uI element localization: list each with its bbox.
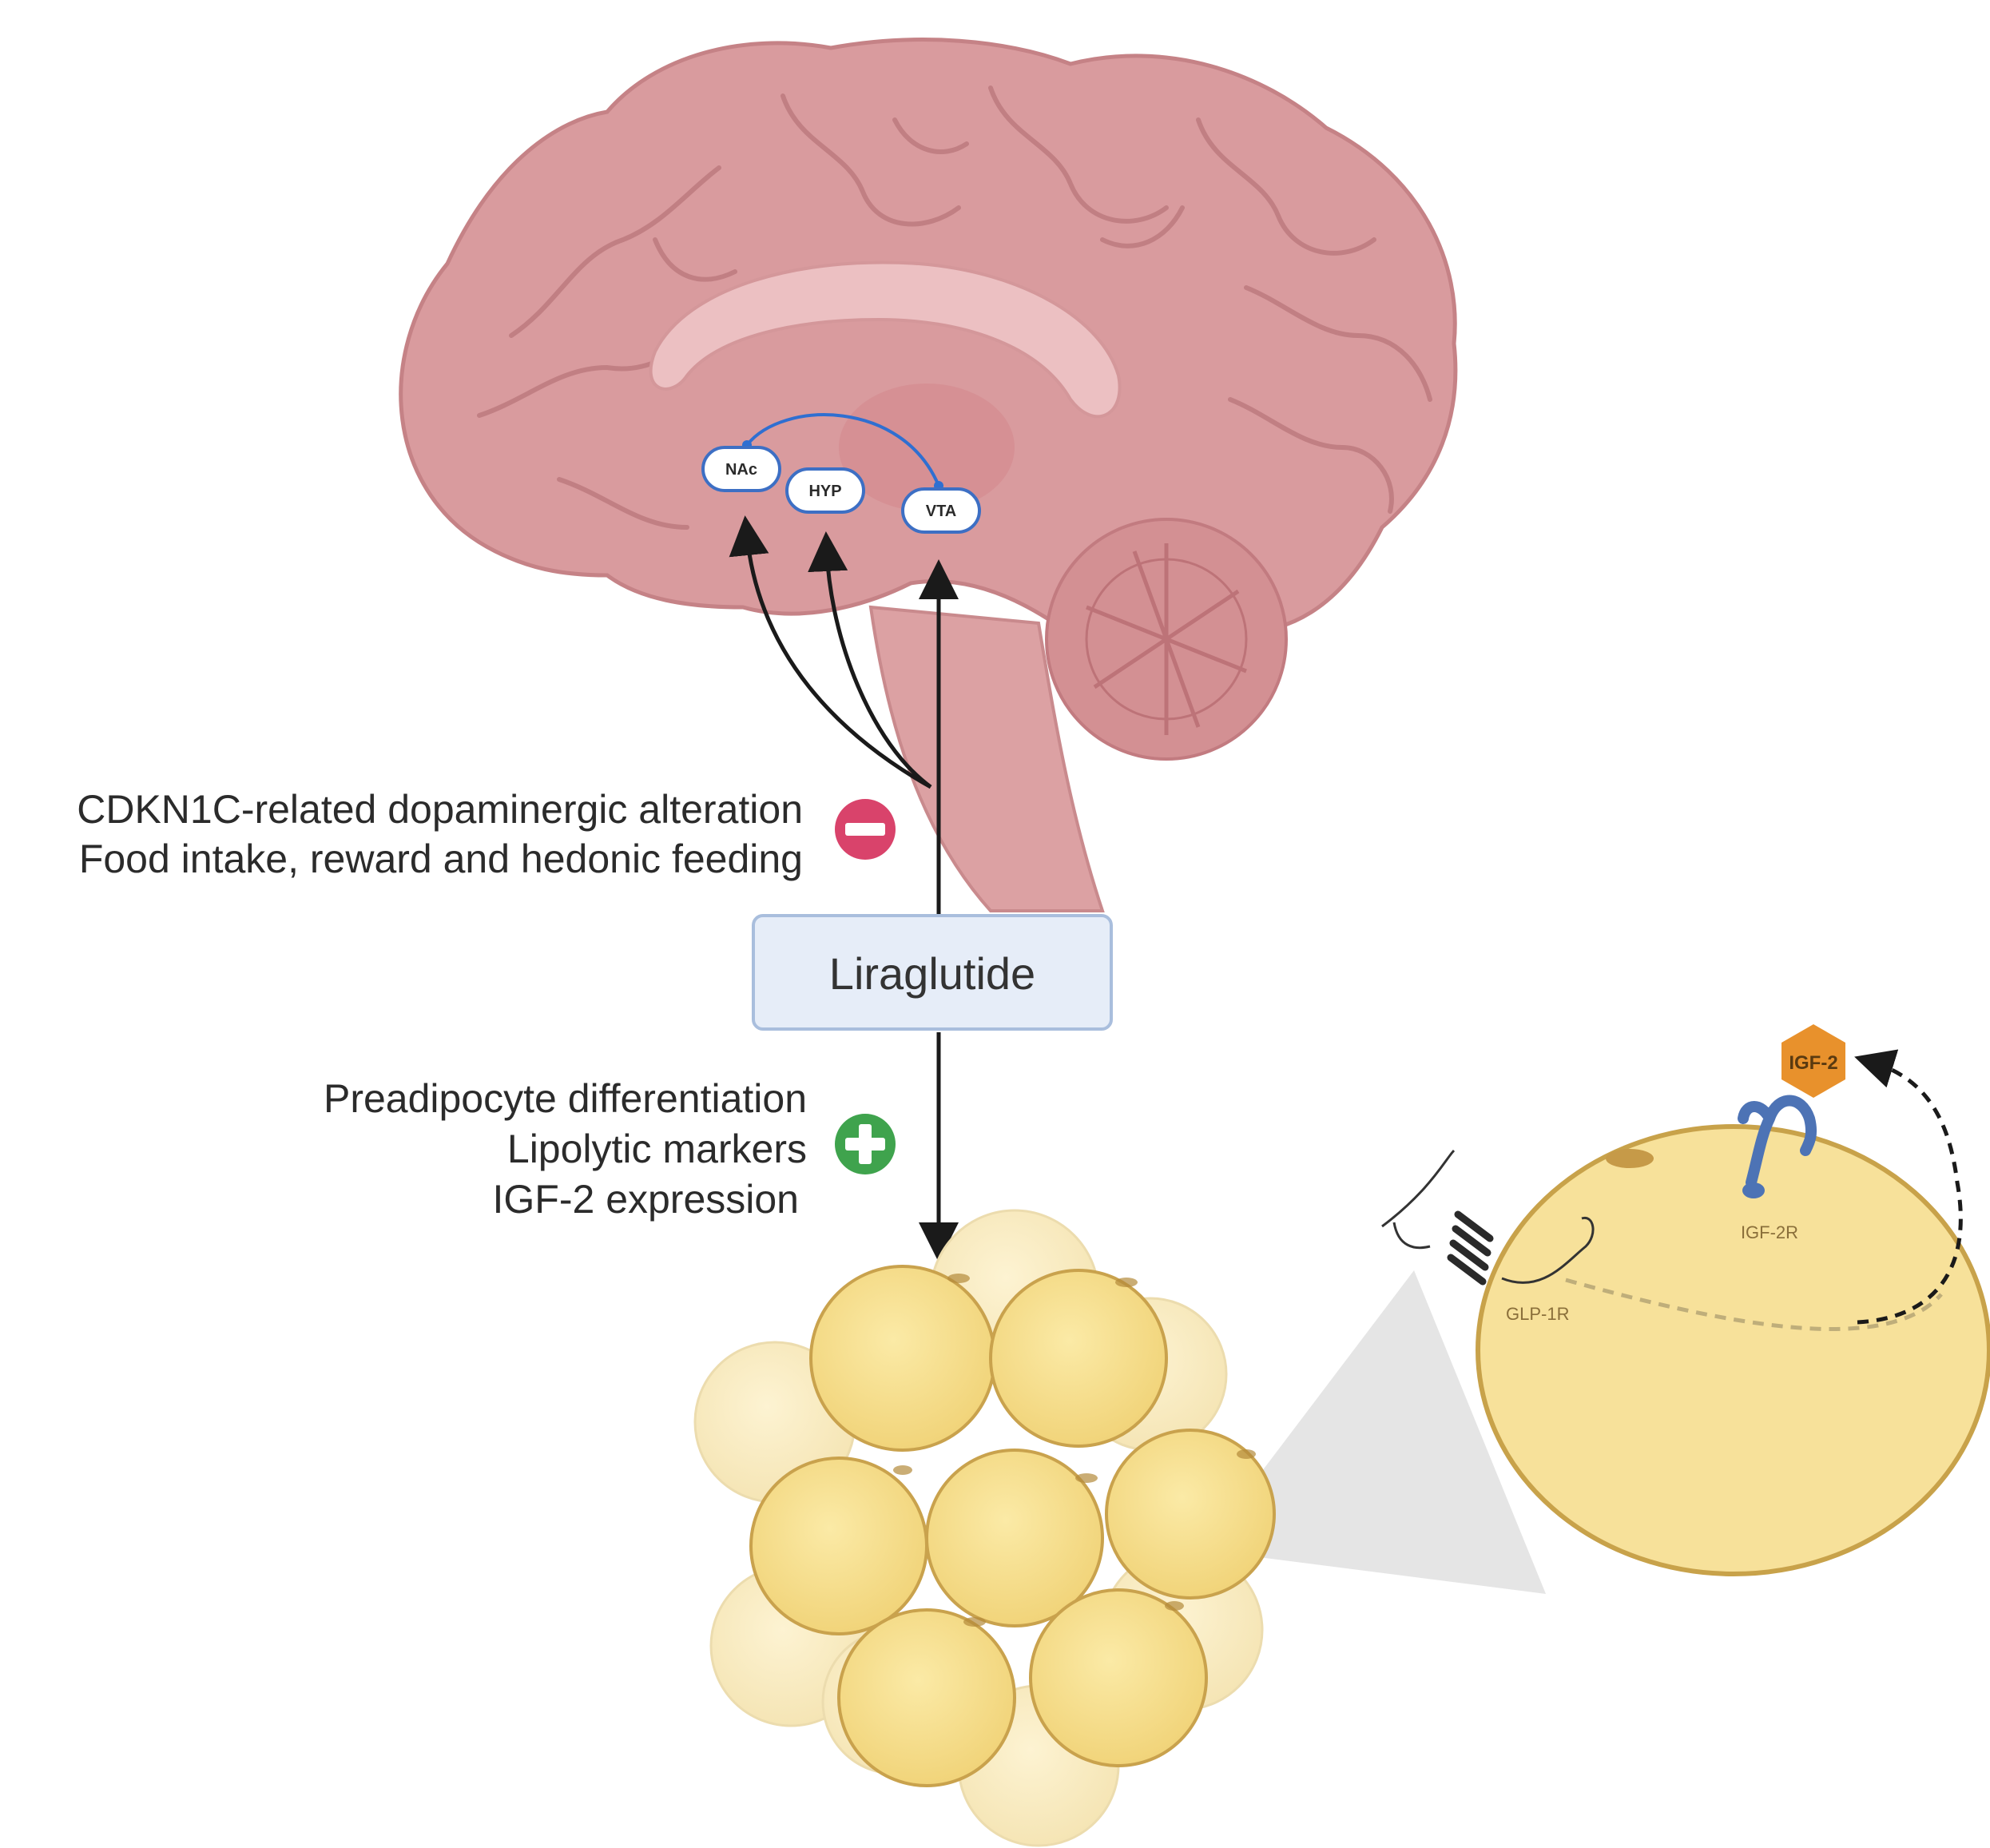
region-nac: NAc xyxy=(701,446,781,492)
brain-effect-line-1: CDKN1C-related dopaminergic alteration xyxy=(77,787,803,832)
cerebrum xyxy=(399,38,1458,648)
arrow-to-nac xyxy=(729,515,932,789)
brain-effect-line-2: Food intake, reward and hedonic feeding xyxy=(79,837,803,881)
secretion-arrow-dashed xyxy=(1854,1049,1963,1325)
adipocyte-nucleus xyxy=(1606,1149,1654,1168)
drug-label: Liraglutide xyxy=(829,948,1035,999)
glp1r-receptor-icon: GLP-1R xyxy=(1381,1149,1595,1324)
region-vta-label: VTA xyxy=(926,503,957,520)
brain-arrows xyxy=(729,515,959,919)
adipose-effect-line-1: Preadipocyte differentiation xyxy=(324,1076,807,1121)
zoom-cone xyxy=(1202,1270,1546,1594)
region-hyp: HYP xyxy=(785,467,865,514)
cerebellum xyxy=(1045,518,1288,761)
minus-icon xyxy=(835,799,896,860)
brainstem xyxy=(868,605,1105,912)
region-vta: VTA xyxy=(901,487,981,534)
igf2-label: IGF-2 xyxy=(1789,1052,1837,1074)
igf2r-label: IGF-2R xyxy=(1741,1222,1798,1242)
adipocyte-enlarged: GLP-1R IGF-2R IGF-2 xyxy=(1381,1024,1990,1576)
brain-effects: CDKN1C-related dopaminergic alteration F… xyxy=(77,787,896,881)
glp1r-label: GLP-1R xyxy=(1506,1304,1569,1324)
mesolimbic-pathway-arc xyxy=(745,413,940,487)
arrow-to-hyp xyxy=(808,531,932,789)
region-nac-label: NAc xyxy=(725,461,757,479)
signal-path-dashed xyxy=(1565,1278,1943,1332)
brain-gyri xyxy=(477,85,1432,530)
igf2-ligand-icon: IGF-2 xyxy=(1781,1024,1845,1098)
brain-illustration xyxy=(399,38,1458,912)
igf2r-receptor-icon: IGF-2R xyxy=(1738,1095,1817,1242)
adipose-effects: Preadipocyte differentiation Lipolytic m… xyxy=(324,1076,896,1222)
adipose-effect-line-2: Lipolytic markers xyxy=(507,1127,807,1171)
region-hyp-label: HYP xyxy=(808,483,841,500)
plus-icon xyxy=(835,1114,896,1174)
corpus-callosum xyxy=(649,260,1122,419)
drug-box: Liraglutide xyxy=(752,914,1113,1031)
adipose-tissue-cluster xyxy=(693,1209,1276,1847)
adipose-effect-line-3: IGF-2 expression xyxy=(493,1177,799,1222)
thalamus xyxy=(839,384,1015,511)
